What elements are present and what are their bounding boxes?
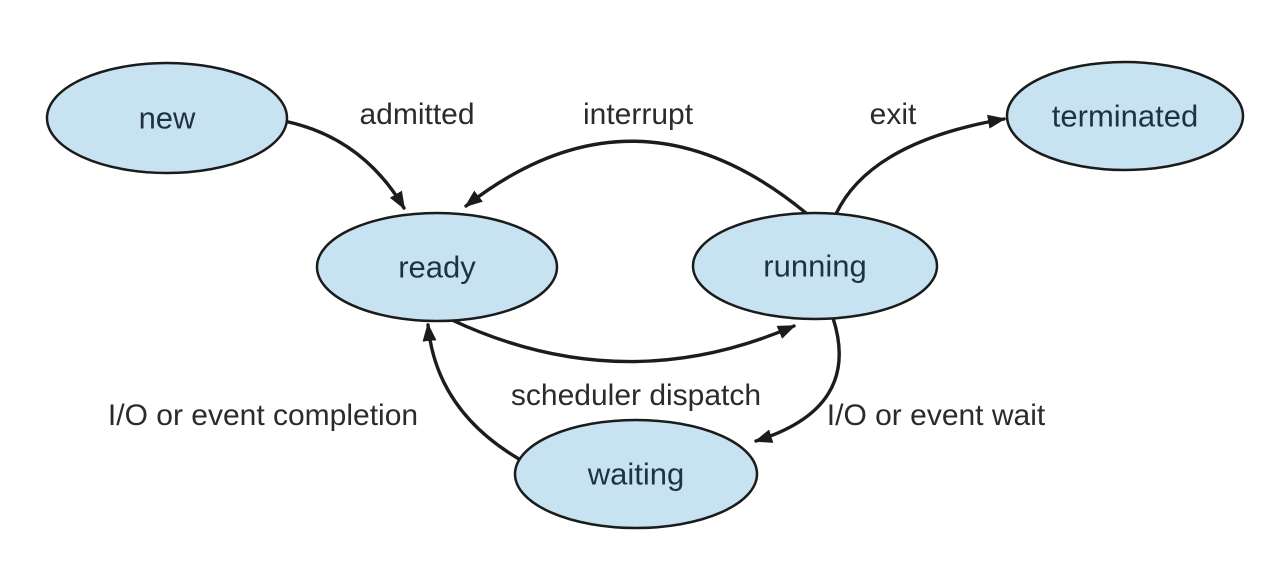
state-running-ellipse	[691, 211, 939, 321]
state-waiting-ellipse	[513, 418, 759, 530]
state-terminated: terminated	[1005, 60, 1245, 172]
transition-admitted-arrow	[282, 119, 406, 210]
transition-admitted-label: admitted	[359, 98, 474, 131]
state-terminated-label: terminated	[1052, 99, 1198, 134]
state-ready: ready	[315, 211, 559, 323]
transition-exit-label: exit	[870, 98, 917, 131]
transition-io-or-event-completion-label: I/O or event completion	[108, 399, 418, 432]
transition-io-or-event-completion-arrow	[422, 323, 521, 461]
state-new: new	[45, 61, 289, 175]
transition-interrupt-label: interrupt	[583, 98, 694, 131]
state-new-label: new	[139, 101, 196, 136]
transition-interrupt-arrow	[464, 139, 808, 215]
state-waiting: waiting	[513, 418, 759, 530]
transition-io-or-event-wait-label: I/O or event wait	[827, 399, 1046, 432]
transition-labels-layer: admitted interrupt exit scheduler dispatchI…	[108, 98, 1046, 432]
transition-scheduler-dispatch-label: scheduler dispatch	[511, 379, 761, 412]
transition-exit-arrow	[834, 114, 1006, 216]
transitions-layer	[282, 114, 1006, 461]
state-new-ellipse	[45, 61, 289, 175]
state-running: running	[691, 211, 939, 321]
transition-io-or-event-wait-arrow	[754, 316, 841, 443]
state-waiting-label: waiting	[587, 457, 685, 492]
state-running-label: running	[763, 249, 866, 284]
states-layer: new ready running terminated waiting	[45, 60, 1245, 530]
state-terminated-ellipse	[1005, 60, 1245, 172]
state-ready-label: ready	[398, 250, 476, 285]
state-ready-ellipse	[315, 211, 559, 323]
transition-scheduler-dispatch-arrow	[450, 318, 796, 364]
